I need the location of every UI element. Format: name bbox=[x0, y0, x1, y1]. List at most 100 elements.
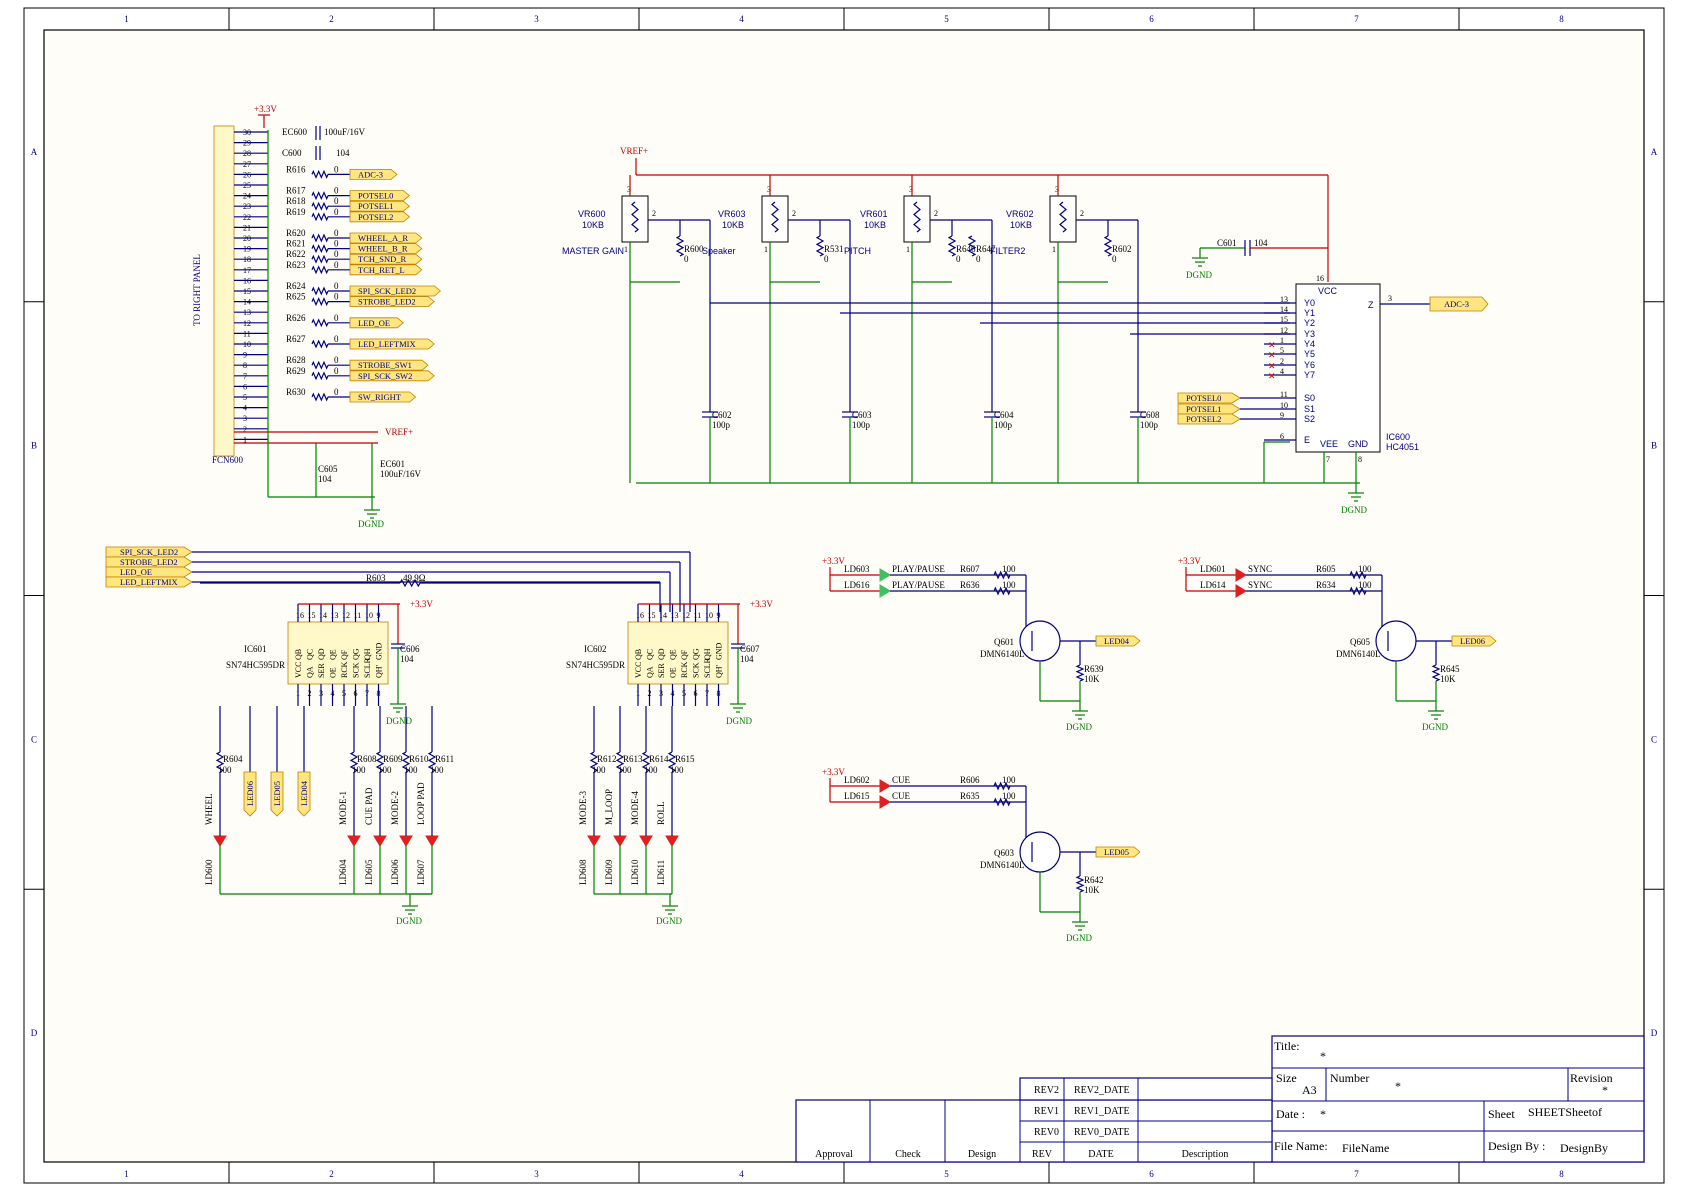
connector-net-text: LED_OE bbox=[358, 318, 390, 328]
resistor-symbol bbox=[1431, 664, 1441, 682]
svg-text:1: 1 bbox=[1052, 245, 1056, 254]
tb-col-label: Design bbox=[968, 1149, 996, 1160]
driver-led bbox=[879, 584, 891, 598]
resistor-symbol bbox=[311, 392, 329, 402]
zone-col-bottom: 7 bbox=[1354, 1169, 1359, 1179]
ic600-pin-number: 11 bbox=[1280, 390, 1288, 399]
tb-revision-val: * bbox=[1602, 1083, 1608, 1097]
pot-value: 10KB bbox=[864, 220, 886, 230]
connector-net-flag bbox=[349, 211, 411, 223]
driver-r-value: 100 bbox=[1002, 775, 1016, 785]
tb-file-label: File Name: bbox=[1274, 1139, 1328, 1153]
rev-row-date: REV1_DATE bbox=[1074, 1106, 1130, 1117]
led-resistor-ref: R609 bbox=[383, 754, 403, 764]
pot-body bbox=[621, 195, 649, 243]
connector-net-text: STROBE_SW1 bbox=[358, 360, 412, 370]
ec600-ref: EC600 bbox=[282, 127, 308, 137]
led-resistor-ref: R615 bbox=[675, 754, 695, 764]
shift-pin-name: QA bbox=[646, 666, 655, 678]
driver-led-label: SYNC bbox=[1248, 564, 1272, 574]
c601-ref: C601 bbox=[1217, 238, 1237, 248]
rev-row-date: REV2_DATE bbox=[1074, 1085, 1130, 1096]
resistor-symbol bbox=[349, 751, 359, 773]
shift-pin-name: SER bbox=[317, 663, 326, 678]
connector-net-text: WHEEL_A_R bbox=[358, 233, 408, 243]
resistor-symbol bbox=[311, 212, 329, 222]
ic600-pin-number: 2 bbox=[1280, 357, 1284, 366]
rev-row-rev: REV2 bbox=[1034, 1085, 1059, 1096]
zone-col-top: 4 bbox=[739, 14, 744, 24]
driver-r-value: 100 bbox=[1002, 580, 1016, 590]
led-resistor-ref: R608 bbox=[357, 754, 377, 764]
connector-net-flag bbox=[349, 338, 435, 350]
pot-ref: VR600 bbox=[578, 209, 606, 219]
mosfet-symbol bbox=[1019, 620, 1061, 662]
pot-resistor-ref: R646 bbox=[956, 244, 976, 254]
led-function: MODE-4 bbox=[630, 791, 640, 825]
pot-cap-value: 100p bbox=[712, 420, 731, 430]
led-ref: LD608 bbox=[578, 859, 588, 885]
shift-supply: +3.3V bbox=[410, 599, 433, 609]
connector-resistor-value: 0 bbox=[334, 387, 339, 397]
driver-led bbox=[1235, 568, 1247, 582]
led-resistor-value: 100 bbox=[378, 765, 392, 775]
title-block: Title: * Size A3 Number * Revision * Dat… bbox=[795, 1035, 1645, 1163]
pot-body bbox=[1049, 195, 1077, 243]
driver-q-ref: Q605 bbox=[1350, 637, 1370, 647]
shift-pin-name: SER bbox=[657, 663, 666, 678]
led-ref: LD604 bbox=[338, 859, 348, 885]
shift-pin-name: QH' bbox=[715, 664, 724, 678]
pot-cap-ref: C603 bbox=[852, 410, 872, 420]
shift-ref: IC602 bbox=[584, 644, 607, 654]
shift-pin-name: OE bbox=[669, 667, 678, 678]
connector-resistor-ref: R623 bbox=[286, 260, 306, 270]
rev-row-rev: REV1 bbox=[1034, 1106, 1059, 1117]
shift-input-text: LED_OE bbox=[120, 567, 152, 577]
connector-resistor-value: 0 bbox=[334, 186, 339, 196]
shift-input-text: SPI_SCK_LED2 bbox=[120, 547, 178, 557]
driver-rb-value: 10K bbox=[1084, 885, 1100, 895]
connector-net-flag bbox=[349, 285, 442, 297]
shift-pin-name: VCC bbox=[294, 662, 303, 678]
led-ref: LD605 bbox=[364, 859, 374, 885]
resistor-symbol bbox=[375, 751, 385, 773]
resistor-symbol bbox=[1059, 201, 1067, 233]
pot-resistor-ref: R600 bbox=[684, 244, 704, 254]
svg-text:14: 14 bbox=[319, 611, 327, 620]
resistor-symbol bbox=[615, 751, 625, 773]
led-dgnd: DGND bbox=[396, 916, 422, 926]
driver-dgnd: DGND bbox=[1422, 722, 1448, 732]
svg-text:2: 2 bbox=[652, 209, 656, 218]
resistor-symbol bbox=[311, 318, 329, 328]
shift-out-flag bbox=[297, 771, 311, 817]
shift-pin-name: QF bbox=[340, 649, 349, 660]
driver-led-label: CUE bbox=[892, 791, 911, 801]
driver-rb-value: 10K bbox=[1084, 674, 1100, 684]
svg-text:3: 3 bbox=[627, 185, 631, 194]
shift-chip-body bbox=[287, 621, 389, 685]
pot-ref: VR602 bbox=[1006, 209, 1034, 219]
driver-supply: +3.3V bbox=[822, 556, 845, 566]
resistor-symbol bbox=[993, 586, 1011, 596]
shift-dgnd: DGND bbox=[726, 716, 752, 726]
svg-text:1: 1 bbox=[624, 245, 628, 254]
potsel-text: POTSEL2 bbox=[1186, 414, 1221, 424]
c601-val: 104 bbox=[1254, 238, 1268, 248]
ic600-pin-number: 10 bbox=[1280, 401, 1288, 410]
driver-net-flag bbox=[1451, 635, 1497, 647]
driver-rb-value: 10K bbox=[1440, 674, 1456, 684]
connector-resistor-ref: R617 bbox=[286, 186, 306, 196]
led-resistor-ref: R611 bbox=[435, 754, 454, 764]
resistor-symbol bbox=[311, 297, 329, 307]
zone-col-bottom: 5 bbox=[944, 1169, 949, 1179]
ic600-vee: VEE bbox=[1320, 439, 1338, 449]
c601-dgnd: DGND bbox=[1186, 270, 1212, 280]
connector-resistor-value: 0 bbox=[334, 281, 339, 291]
pot-resistor-value: 0 bbox=[956, 254, 961, 264]
resistor-symbol bbox=[311, 191, 329, 201]
shift-pin-name: OE bbox=[329, 667, 338, 678]
driver-r-ref: R606 bbox=[960, 775, 980, 785]
driver-r-ref: R634 bbox=[1316, 580, 1336, 590]
